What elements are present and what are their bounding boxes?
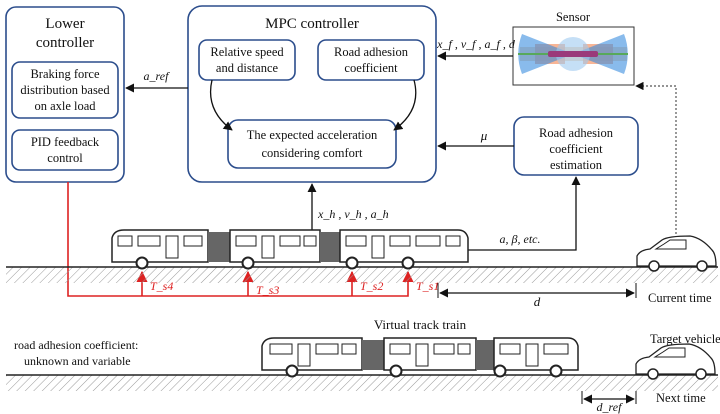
braking-line-1: Braking force <box>30 67 100 81</box>
road-note-line-1: road adhesion coefficient: <box>14 338 138 352</box>
braking-line-2: distribution based <box>20 83 110 97</box>
a-beta-label: a, β, etc. <box>500 232 541 246</box>
arrow-relative-to-expected <box>209 79 233 131</box>
arrow-train-to-estimation <box>468 176 581 251</box>
sensor-coverage-icon <box>518 34 628 74</box>
sensor-output-label: x_f , v_f , a_f , d <box>436 37 516 51</box>
relative-speed-box <box>198 39 296 81</box>
road-note-line-2: unknown and variable <box>24 354 131 368</box>
pid-line-2: control <box>47 151 83 165</box>
road-adhesion-box <box>317 39 425 81</box>
road-line-1: Road adhesion <box>334 45 409 59</box>
expected-line-1: The expected acceleration <box>247 128 378 142</box>
d-label: d <box>534 294 541 309</box>
sensor-title: Sensor <box>556 10 591 24</box>
lower-car-icon <box>635 343 716 380</box>
pid-box <box>11 129 119 171</box>
torque-label-s3: T_s3 <box>256 283 279 297</box>
upper-car-icon <box>636 235 717 272</box>
mu-label: μ <box>480 128 488 143</box>
estimation-line-1: Road adhesion <box>539 126 614 140</box>
lower-controller-title-2: controller <box>36 35 94 51</box>
lower-track-hatch <box>6 375 718 391</box>
expected-line-2: considering comfort <box>261 146 363 160</box>
lower-controller-title-1: Lower <box>45 16 84 32</box>
lower-train <box>261 337 579 378</box>
relative-line-2: and distance <box>216 61 279 75</box>
aref-label: a_ref <box>144 69 171 83</box>
braking-force-box <box>11 61 119 119</box>
estimation-line-2: coefficient <box>549 142 603 156</box>
virtual-train-label: Virtual track train <box>374 317 467 332</box>
train-state-label: x_h , v_h , a_h <box>317 207 389 221</box>
mpc-title: MPC controller <box>265 16 359 32</box>
road-line-2: coefficient <box>344 61 398 75</box>
expected-acceleration-box <box>227 119 397 169</box>
torque-line-1 <box>67 182 414 297</box>
dref-label: d_ref <box>597 400 624 414</box>
relative-line-1: Relative speed <box>210 45 284 59</box>
arrow-road-to-expected <box>393 79 417 131</box>
braking-line-3: on axle load <box>34 99 96 113</box>
pid-line-1: PID feedback <box>31 135 100 149</box>
next-time-label: Next time <box>656 391 706 405</box>
estimation-line-3: estimation <box>550 158 603 172</box>
dotted-vehicle-to-sensor <box>635 81 677 246</box>
upper-train <box>111 229 469 270</box>
target-vehicle-label: Target vehicle <box>650 332 720 346</box>
upper-track-hatch <box>6 267 718 283</box>
current-time-label: Current time <box>648 291 712 305</box>
